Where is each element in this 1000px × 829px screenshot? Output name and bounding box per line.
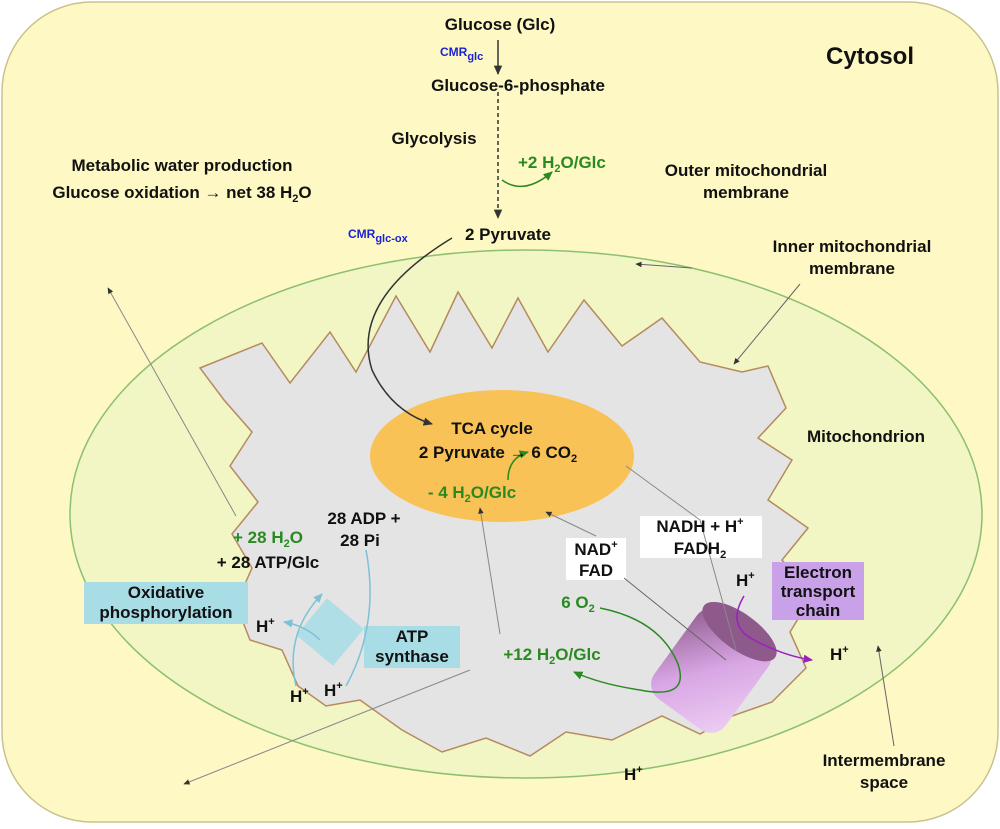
etc-label-1: Electron <box>784 563 852 582</box>
arrow-pyruvate-to-tca <box>367 237 453 426</box>
oxphos-box <box>84 582 248 624</box>
atp-synthase-label-1: ATP <box>396 627 429 646</box>
arrow-adp-in <box>345 549 371 687</box>
nadh-label: NADH + H+ <box>656 516 743 536</box>
inner-membrane-label-2: membrane <box>809 259 895 278</box>
line-tca-to-nadh <box>625 465 737 651</box>
mitochondrion-label: Mitochondrion <box>807 427 925 446</box>
adp-label-1: 28 ADP + <box>327 509 400 528</box>
atp28-label: + 28 ATP/Glc <box>217 553 320 572</box>
nad-label: NAD+ <box>574 539 617 559</box>
arrow-proton-out <box>282 619 321 641</box>
arrow-water-to-tca <box>478 507 501 635</box>
water12-label: +12 H2O/Glc <box>503 645 600 667</box>
glycolysis-label: Glycolysis <box>391 129 476 148</box>
cmr-glc-label: CMRglc <box>440 45 483 63</box>
atp-synthase-shape <box>296 598 364 666</box>
arrow-intermembrane <box>876 645 895 747</box>
glucose-oxidation-label: Glucose oxidation → net 38 H2O <box>52 183 311 205</box>
etc-label-2: transport <box>781 582 856 601</box>
proton-label-bottom-right: H+ <box>324 680 343 700</box>
tca-water-label: - 4 H2O/Glc <box>428 483 516 505</box>
proton-label-etc: H+ <box>736 570 755 590</box>
arrow-inner-membrane <box>733 283 801 365</box>
etc-label-3: chain <box>796 601 840 620</box>
pyruvate-label: 2 Pyruvate <box>465 225 551 244</box>
glycolysis-water-label: +2 H2O/Glc <box>518 153 606 175</box>
oxygen-label: 6 O2 <box>561 593 595 615</box>
arrow-etc-water-out <box>183 669 471 785</box>
arrow-oxphos-water-out <box>107 287 237 517</box>
outer-membrane-label-1: Outer mitochondrial <box>665 161 827 180</box>
arrow-oxygen-to-water <box>573 607 682 693</box>
oxphos-label-2: phosphorylation <box>99 603 232 622</box>
atp-synthase-label-2: synthase <box>375 647 449 666</box>
arrow-atp-synthase-up <box>292 593 323 687</box>
tca-cycle-region <box>370 390 634 522</box>
intermembrane-label-2: space <box>860 773 908 792</box>
cmr-glc-ox-label: CMRglc-ox <box>348 227 409 245</box>
electron-transport-chain-shape <box>651 601 777 733</box>
tca-reaction-label: 2 Pyruvate → 6 CO2 <box>419 443 577 465</box>
inner-membrane-label-1: Inner mitochondrial <box>773 237 932 256</box>
proton-label-oxphos: H+ <box>256 616 275 636</box>
outer-membrane-label-2: membrane <box>703 183 789 202</box>
arrow-proton-pump <box>736 595 814 663</box>
g6p-label: Glucose-6-phosphate <box>431 76 605 95</box>
glucose-label: Glucose (Glc) <box>445 15 556 34</box>
arrow-glycolysis-water <box>501 171 553 188</box>
arrow-nad-to-tca <box>545 511 597 537</box>
proton-label-intermembrane: H+ <box>830 644 849 664</box>
nad-box <box>566 538 626 580</box>
tca-title-label: TCA cycle <box>451 419 533 438</box>
oxphos-label-1: Oxidative <box>128 583 205 602</box>
arrow-tca-water <box>507 450 530 481</box>
fad-label: FAD <box>579 561 613 580</box>
cytosol-label: Cytosol <box>826 43 914 70</box>
proton-label-bottom: H+ <box>624 764 643 784</box>
metabolic-water-label: Metabolic water production <box>71 156 292 175</box>
arrow-outer-membrane <box>635 261 693 269</box>
atp-synthase-box <box>364 626 460 668</box>
fadh-label: FADH2 <box>674 539 726 561</box>
intermembrane-label-1: Intermembrane <box>823 751 946 770</box>
line-nad-to-etc <box>623 577 727 661</box>
proton-label-bottom-left: H+ <box>290 686 309 706</box>
etc-box <box>772 562 864 620</box>
adp-label-2: 28 Pi <box>340 531 380 550</box>
water28-label: + 28 H2O <box>233 528 303 550</box>
